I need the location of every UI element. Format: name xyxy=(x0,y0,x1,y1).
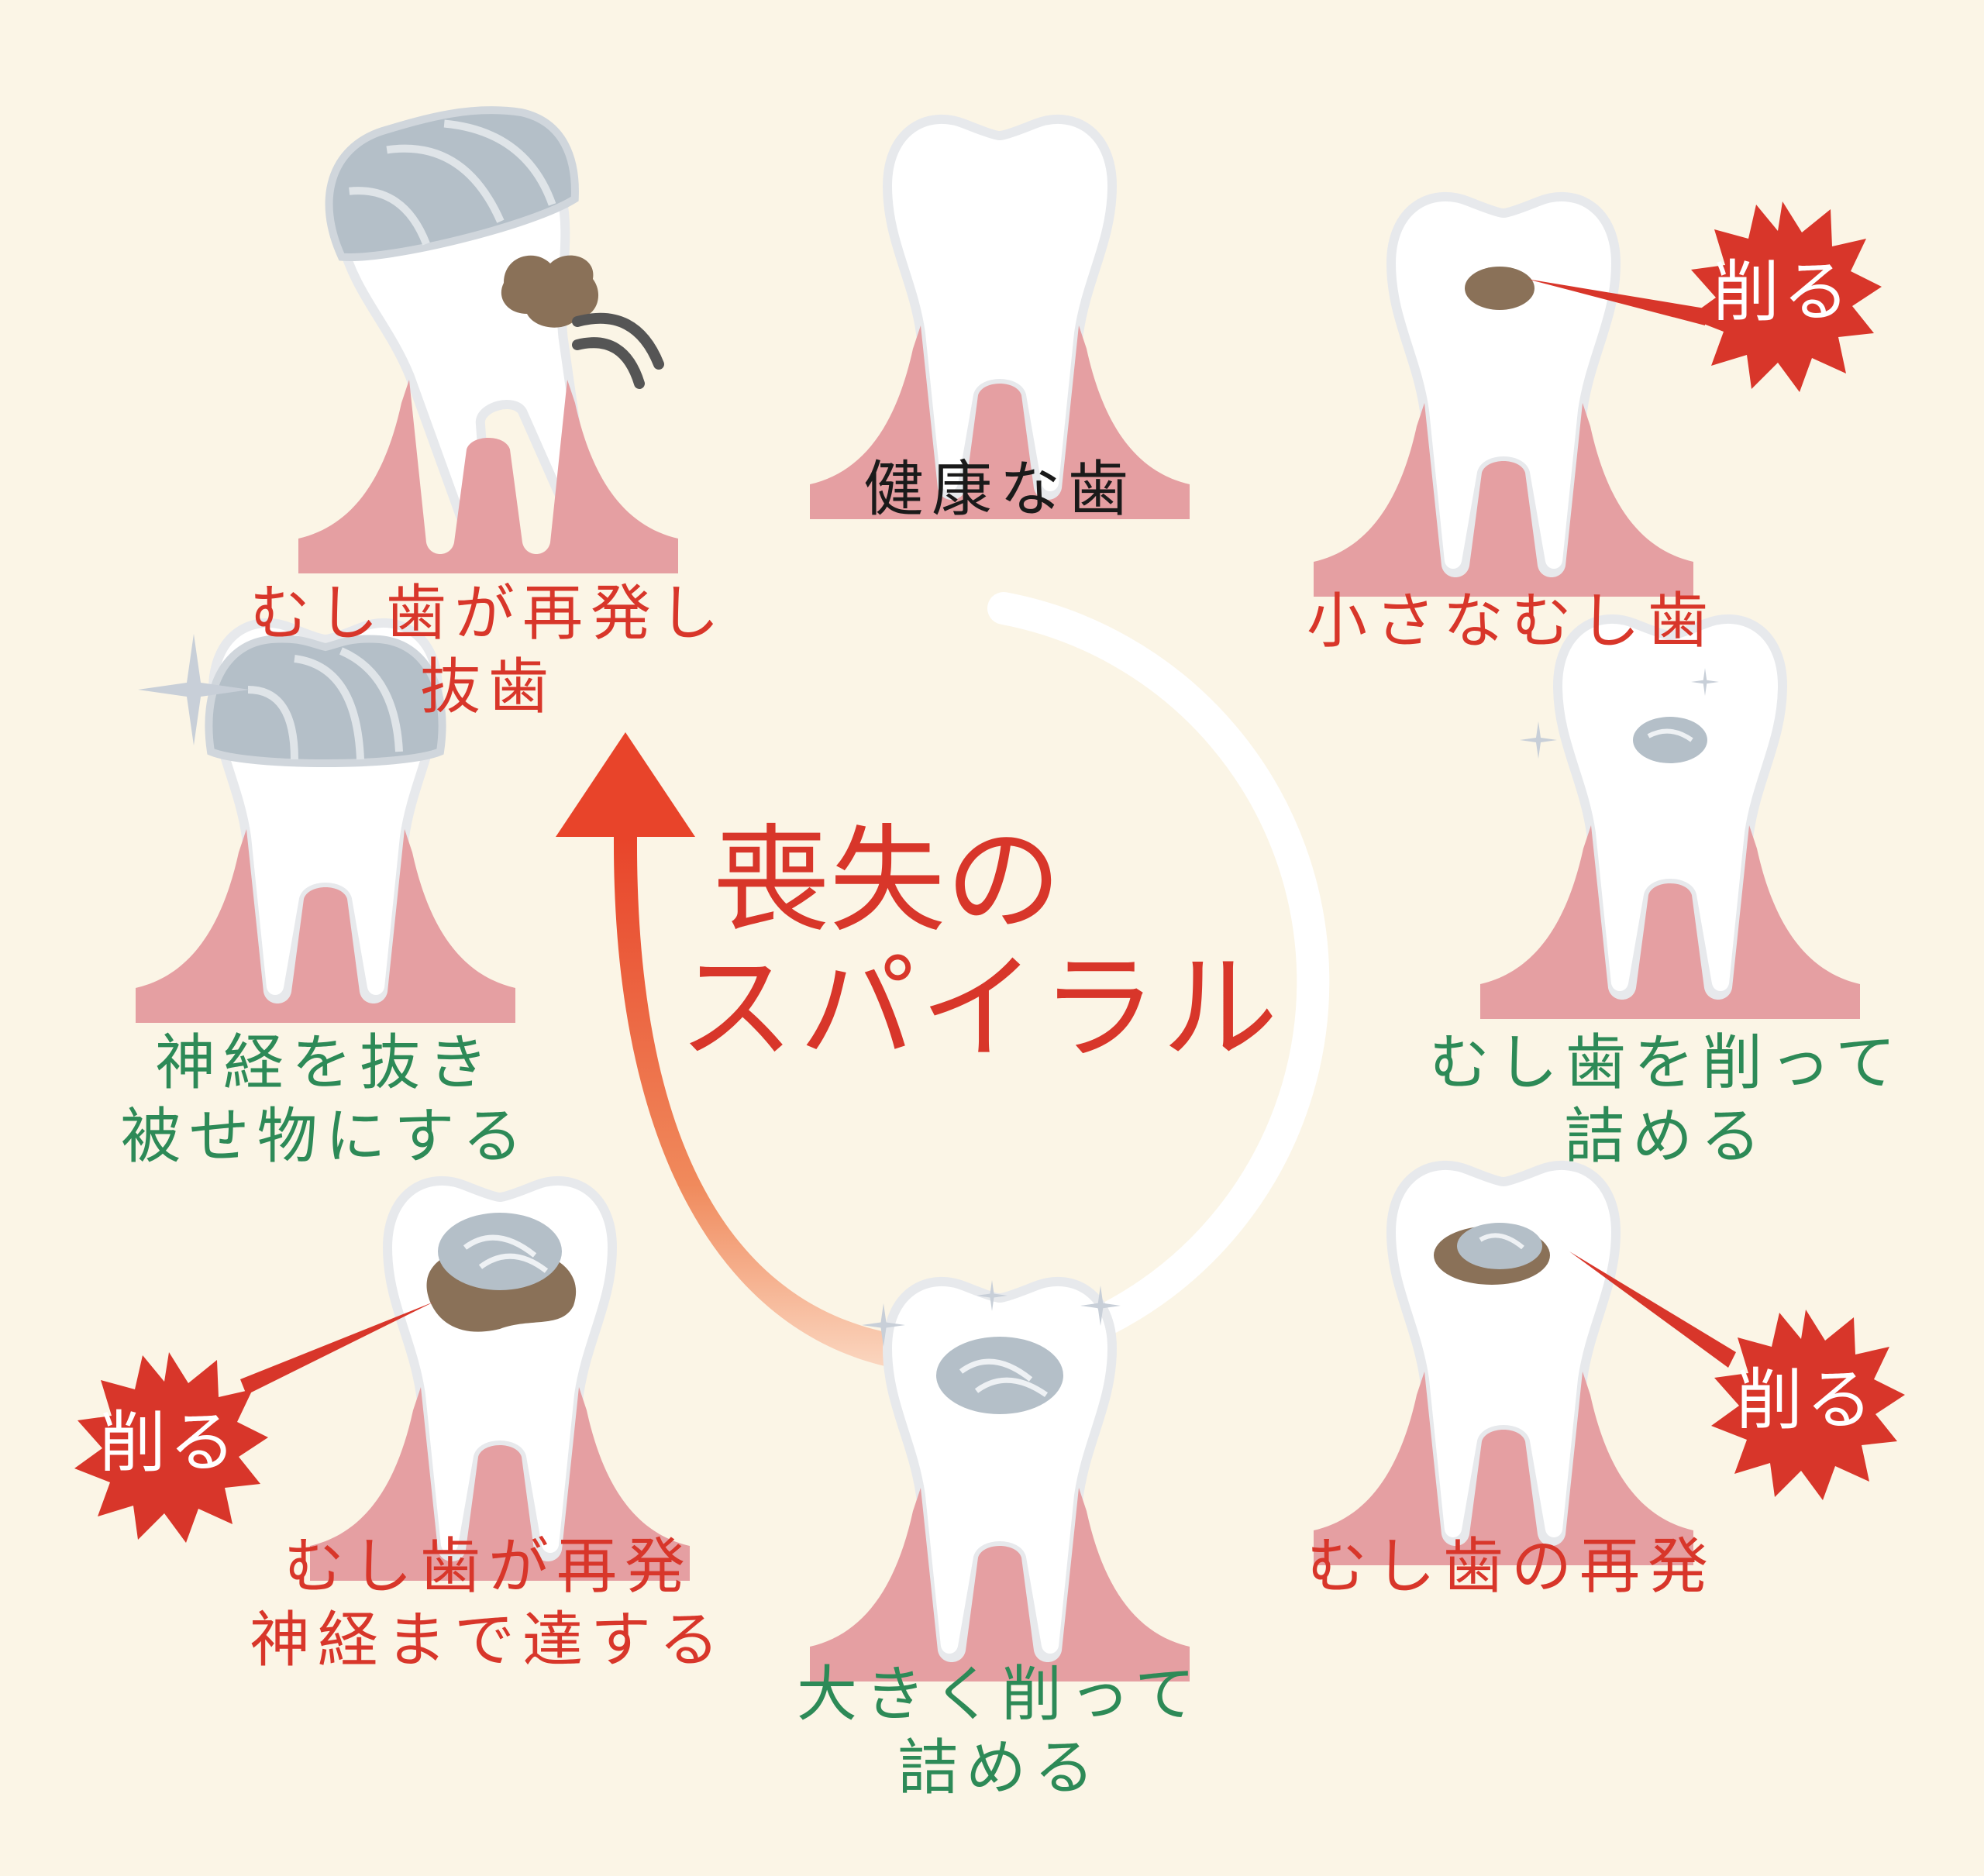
label-cut-fill-line2: 詰める xyxy=(1563,1102,1769,1172)
label-small-cavity: 小さなむし歯 xyxy=(1306,587,1716,656)
label-recurrence: むし歯の再発 xyxy=(1306,1532,1716,1602)
nerve-pointer xyxy=(240,1302,434,1395)
label-nerve-line2: 神経まで達する xyxy=(249,1606,727,1676)
title-line-2: スパイラル xyxy=(677,941,1283,1076)
label-extraction-line2: 抜歯 xyxy=(419,652,556,723)
extraction-tooth-figure xyxy=(298,106,678,573)
label-nerve: むし歯が再発 神経まで達する xyxy=(225,1530,752,1678)
label-cut-fill: むし歯を削って 詰める xyxy=(1387,1027,1945,1174)
filled-tooth-figure xyxy=(1480,619,1860,1019)
label-extraction: むし歯が再発し 抜歯 xyxy=(225,577,752,725)
recurrence-pointer xyxy=(1569,1251,1736,1368)
spiral-arc xyxy=(987,592,1330,1368)
title-line-1: 喪失の xyxy=(713,814,1063,948)
label-crown: 神経を抜き 被せ物にする xyxy=(85,1027,566,1174)
wobble-marks xyxy=(572,312,664,389)
diagram-title: 喪失の スパイラル xyxy=(651,818,1310,1073)
small-cavity-pointer xyxy=(1527,279,1705,325)
burst-label-2: 削る xyxy=(1736,1361,1876,1439)
label-cut-fill-line1: むし歯を削って xyxy=(1428,1028,1904,1098)
label-crown-line1: 神経を抜き xyxy=(154,1028,496,1098)
spiral-arrow xyxy=(556,732,914,1372)
label-big-cut-line1: 大きく削って xyxy=(796,1660,1204,1730)
label-crown-line2: 被せ物にする xyxy=(120,1102,531,1172)
big-filling-tooth-figure xyxy=(810,1282,1190,1682)
small-cavity-tooth-figure xyxy=(1314,197,1693,597)
nerve-tooth-figure xyxy=(310,1181,690,1581)
burst-label-3: 削る xyxy=(99,1404,239,1482)
label-healthy: 健康な歯 xyxy=(863,455,1136,525)
burst-label-1: 削る xyxy=(1713,253,1852,331)
label-extraction-line1: むし歯が再発し xyxy=(249,579,727,649)
label-big-cut: 大きく削って 詰める xyxy=(767,1658,1232,1805)
label-big-cut-line2: 詰める xyxy=(897,1733,1102,1804)
recurrence-tooth-figure xyxy=(1314,1165,1693,1565)
crown-tooth-figure xyxy=(136,623,515,1023)
label-nerve-line1: むし歯が再発 xyxy=(283,1532,693,1602)
